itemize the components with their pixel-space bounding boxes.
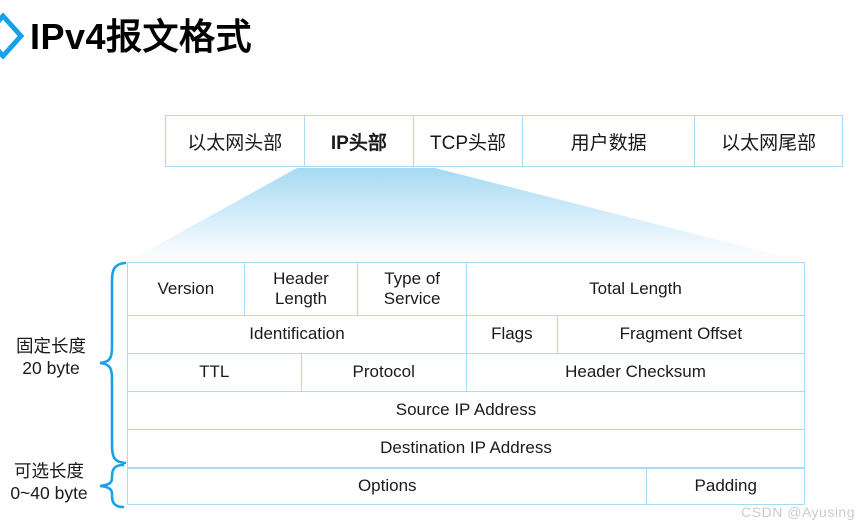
fixed-length-line2: 20 byte	[22, 357, 80, 378]
diamond-bullet-icon	[0, 13, 24, 59]
watermark: CSDN @Ayusing	[741, 504, 855, 520]
ethernet-frame-row: 以太网头部 IP头部 TCP头部 用户数据 以太网尾部	[165, 115, 843, 167]
fixed-length-brace-icon	[99, 261, 127, 465]
funnel-gradient-shape	[127, 168, 805, 262]
cell-protocol: Protocol	[300, 354, 466, 391]
frame-cell-eth-header: 以太网头部	[187, 132, 283, 154]
cell-header-length: Header Length	[243, 263, 358, 315]
cell-identification: Identification	[249, 324, 345, 344]
cell-source-ip: Source IP Address	[395, 400, 537, 420]
cell-ttl: TTL	[199, 362, 230, 382]
fixed-length-line1: 固定长度	[16, 336, 86, 356]
ipv4-header-table: Version Header Length Type of Service To…	[127, 262, 805, 468]
optional-length-line2: 0~40 byte	[10, 482, 88, 503]
cell-header-checksum: Header Checksum	[465, 354, 804, 391]
cell-options: Options	[357, 476, 417, 496]
optional-length-line1: 可选长度	[14, 461, 84, 481]
options-padding-row: Options Padding	[127, 468, 805, 505]
table-row: Version Header Length Type of Service To…	[128, 263, 804, 315]
table-row: Source IP Address	[128, 391, 804, 429]
fixed-length-label: 固定长度 20 byte	[2, 336, 100, 380]
cell-flags: Flags	[466, 316, 557, 353]
cell-type-of-service: Type of Service	[357, 263, 466, 315]
cell-fragment-offset: Fragment Offset	[556, 316, 804, 353]
frame-cell-tcp-header: TCP头部	[413, 116, 522, 166]
cell-destination-ip: Destination IP Address	[380, 438, 552, 458]
page-title: IPv4报文格式	[30, 16, 253, 57]
frame-cell-eth-trailer: 以太网尾部	[694, 116, 842, 166]
cell-total-length: Total Length	[465, 263, 804, 315]
cell-version: Version	[157, 278, 215, 298]
cell-padding: Padding	[646, 469, 804, 504]
table-row: TTL Protocol Header Checksum	[128, 353, 804, 391]
table-row: Destination IP Address	[128, 429, 804, 467]
frame-cell-user-data: 用户数据	[521, 116, 695, 166]
optional-length-label: 可选长度 0~40 byte	[0, 461, 98, 505]
frame-cell-ip-header: IP头部	[303, 116, 414, 166]
table-row: Identification Flags Fragment Offset	[128, 315, 804, 353]
optional-length-brace-icon	[99, 463, 125, 509]
